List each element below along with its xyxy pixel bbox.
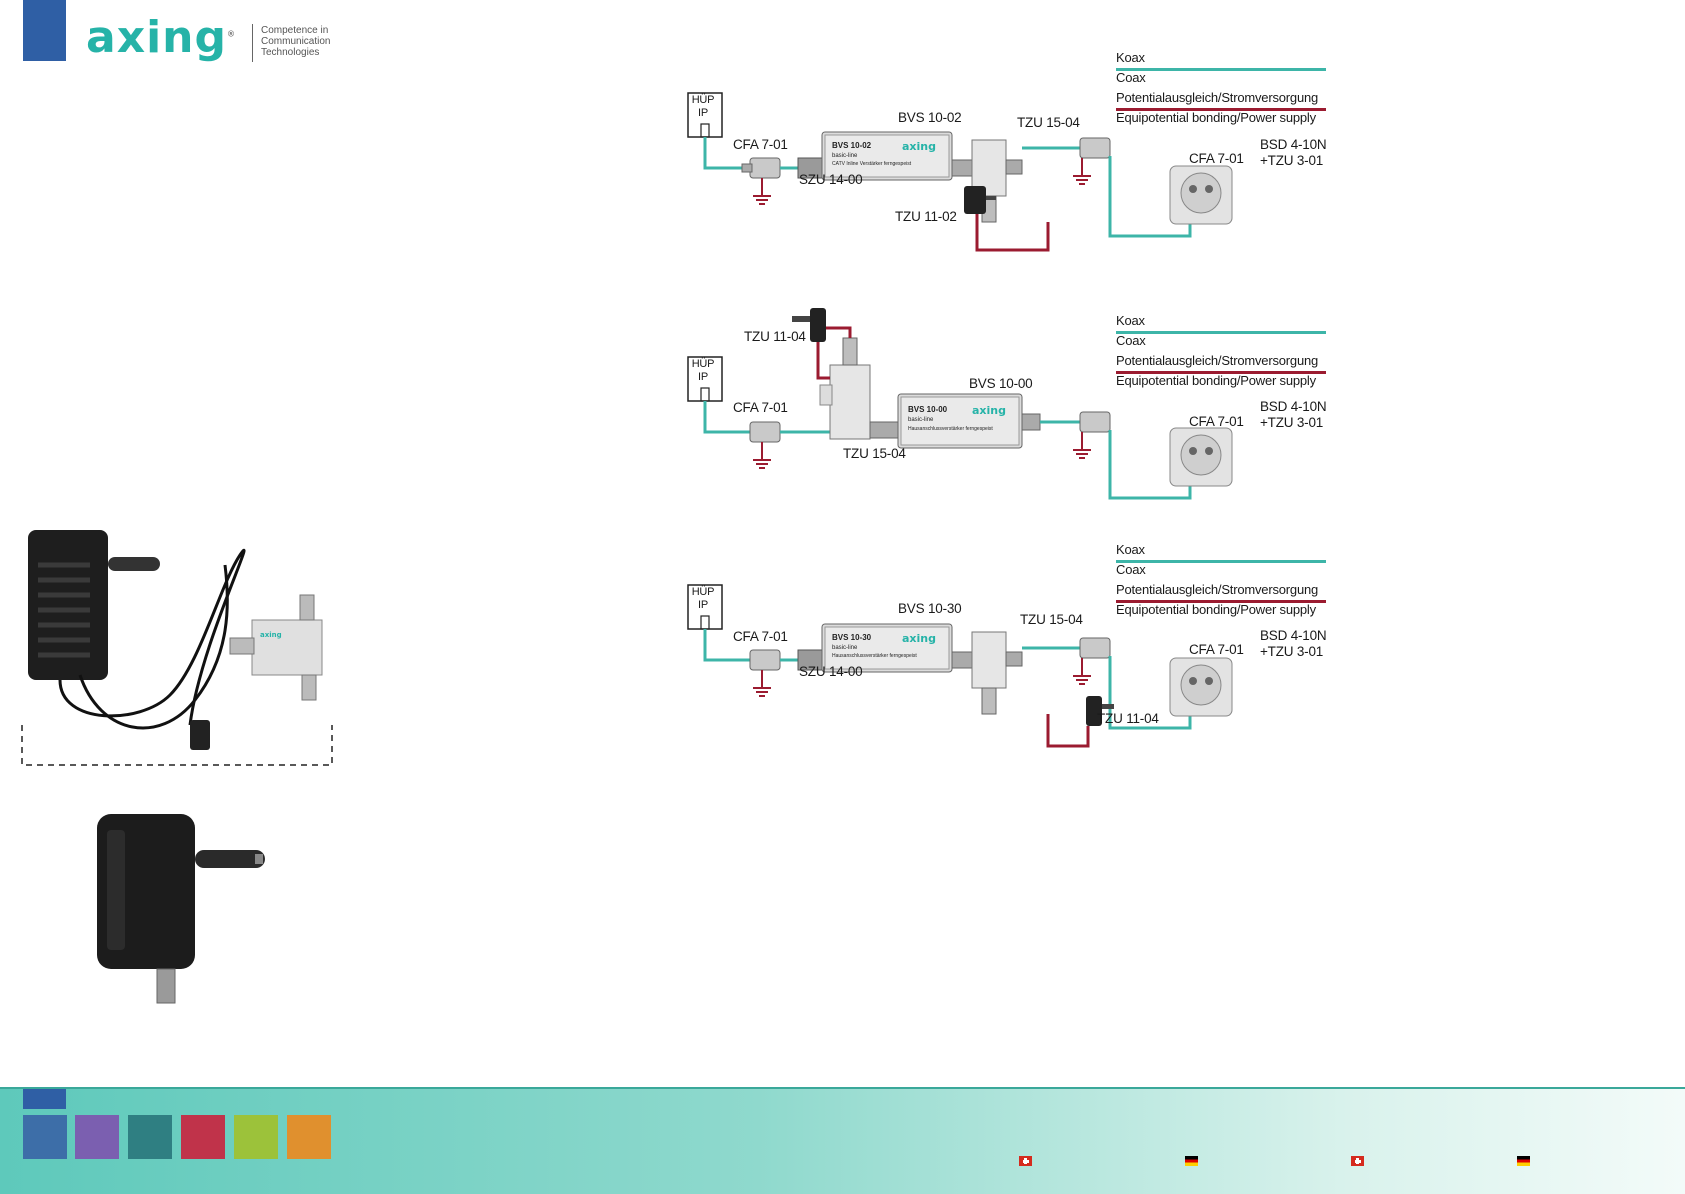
hup-box — [687, 584, 723, 630]
power-line — [975, 214, 1050, 252]
label-cfa-in: CFA 7-01 — [733, 629, 788, 644]
power-line — [1116, 108, 1326, 111]
power-line — [1116, 371, 1326, 374]
label-cfa-out: CFA 7-01 — [1189, 151, 1244, 166]
german-flag-icon — [1185, 1156, 1198, 1166]
label-szu: SZU 14-00 — [799, 664, 863, 679]
diagram-1: BVS 10-02 basic-line CATV Inline Verstär… — [687, 92, 1233, 252]
svg-text:BVS 10-00: BVS 10-00 — [908, 405, 948, 414]
label-psu: TZU 11-04 — [1097, 711, 1159, 726]
brand-tab — [23, 0, 66, 61]
cfa-grounding-block-icon — [1073, 411, 1111, 459]
power-supply-icon — [1086, 696, 1114, 726]
wall-outlet-icon — [1169, 657, 1233, 717]
product-photo-psu-f-connector — [97, 814, 265, 1004]
label-psu: TZU 11-02 — [895, 209, 957, 224]
axing-logo: axing® Competence in Communication Techn… — [86, 12, 356, 66]
cfa-grounding-block-icon — [749, 649, 781, 697]
amplifier-device-icon: BVS 10-02 basic-line CATV Inline Verstär… — [821, 131, 953, 181]
tagline: Competence in Communication Technologies — [261, 25, 331, 58]
svg-text:CATV Inline Verstärker fernges: CATV Inline Verstärker ferngespeist — [832, 161, 912, 167]
svg-text:BVS 10-30: BVS 10-30 — [832, 633, 872, 642]
power-injector-icon — [971, 631, 1023, 715]
label-amplifier: BVS 10-00 — [969, 376, 1033, 391]
cfa-grounding-block-icon — [1073, 637, 1111, 685]
logo-separator — [252, 24, 253, 62]
svg-text:Hausanschlussverstärker fernge: Hausanschlussverstärker ferngespeist — [832, 653, 917, 659]
coax-line — [703, 401, 760, 434]
category-thumbnail-6[interactable] — [287, 1115, 331, 1159]
dashed-outline — [21, 725, 333, 766]
coax-line — [1116, 331, 1326, 334]
label-cfa-in: CFA 7-01 — [733, 137, 788, 152]
label-cfa-in: CFA 7-01 — [733, 400, 788, 415]
swiss-flag-icon — [1019, 1156, 1032, 1166]
power-injector-icon: axing — [229, 594, 323, 701]
power-injector-icon — [819, 337, 899, 440]
amplifier-device-icon: BVS 10-00 basic-line Hausanschlussverstä… — [897, 393, 1023, 449]
category-thumbnail-1[interactable] — [23, 1115, 67, 1159]
label-injector: TZU 15-04 — [1017, 115, 1080, 130]
label-injector: TZU 15-04 — [1020, 612, 1083, 627]
cfa-grounding-block-icon — [749, 421, 781, 469]
coax-line — [1116, 560, 1326, 563]
power-supply-icon — [792, 308, 826, 342]
category-thumbnail-5[interactable] — [234, 1115, 278, 1159]
power-line — [816, 342, 830, 380]
svg-text:axing: axing — [902, 632, 936, 645]
diagram-2: BVS 10-00 basic-line Hausanschlussverstä… — [687, 308, 1233, 500]
svg-text:axing: axing — [260, 631, 282, 639]
svg-text:axing: axing — [972, 404, 1006, 417]
power-line — [1116, 600, 1326, 603]
label-amplifier: BVS 10-02 — [898, 110, 962, 125]
amplifier-device-icon: BVS 10-30 basic-line Hausanschlussverstä… — [821, 623, 953, 673]
legend-1: Koax Coax Potentialausgleich/Stromversor… — [1116, 50, 1326, 130]
power-supply-icon — [964, 186, 996, 214]
coax-line — [703, 629, 760, 662]
f-connector-icon — [156, 968, 176, 1004]
svg-text:basic-line: basic-line — [832, 153, 858, 159]
legend-3: Koax Coax Potentialausgleich/Stromversor… — [1116, 542, 1326, 622]
german-flag-icon — [1517, 1156, 1530, 1166]
cfa-grounding-block-icon — [741, 157, 781, 205]
coax-line — [1116, 68, 1326, 71]
svg-text:Hausanschlussverstärker fernge: Hausanschlussverstärker ferngespeist — [908, 426, 993, 432]
svg-text:axing: axing — [902, 140, 936, 153]
hup-box — [687, 356, 723, 402]
footer-brand-tab — [23, 1089, 66, 1109]
label-outlet: BSD 4-10N+TZU 3-01 — [1260, 399, 1327, 430]
legend-2: Koax Coax Potentialausgleich/Stromversor… — [1116, 313, 1326, 393]
label-cfa-out: CFA 7-01 — [1189, 414, 1244, 429]
category-thumbnail-3[interactable] — [128, 1115, 172, 1159]
wall-outlet-icon — [1169, 427, 1233, 487]
label-amplifier: BVS 10-30 — [898, 601, 962, 616]
label-injector: TZU 15-04 — [843, 446, 906, 461]
label-cfa-out: CFA 7-01 — [1189, 642, 1244, 657]
logo-wordmark: axing® — [86, 12, 236, 63]
svg-text:BVS 10-02: BVS 10-02 — [832, 141, 872, 150]
diagram-3: BVS 10-30 basic-line Hausanschlussverstä… — [687, 584, 1233, 748]
svg-text:basic-line: basic-line — [832, 645, 858, 651]
swiss-flag-icon — [1351, 1156, 1364, 1166]
category-thumbnail-4[interactable] — [181, 1115, 225, 1159]
power-line — [1046, 714, 1090, 748]
label-outlet: BSD 4-10N+TZU 3-01 — [1260, 137, 1327, 168]
svg-text:basic-line: basic-line — [908, 417, 934, 423]
category-thumbnail-2[interactable] — [75, 1115, 119, 1159]
label-outlet: BSD 4-10N+TZU 3-01 — [1260, 628, 1327, 659]
label-szu: SZU 14-00 — [799, 172, 863, 187]
cfa-grounding-block-icon — [1073, 137, 1111, 185]
wall-outlet-icon — [1169, 165, 1233, 225]
footer-bar — [0, 1087, 1685, 1194]
label-psu: TZU 11-04 — [744, 329, 806, 344]
product-photo-psu-with-injector: axing — [21, 530, 333, 766]
